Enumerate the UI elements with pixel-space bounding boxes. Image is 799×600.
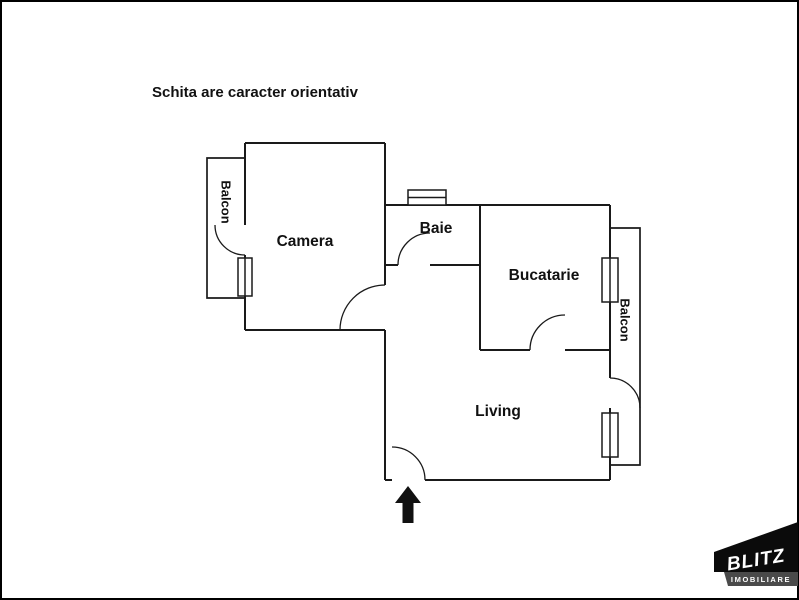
room-labels: Camera Baie Bucatarie Living Balcon Balc… — [219, 180, 633, 420]
balcony-left-door-arc — [214, 224, 246, 256]
balcony-right-door-arc — [609, 377, 641, 409]
kitchen-door-arc — [529, 314, 566, 351]
room-label-balcon-right: Balcon — [618, 298, 633, 341]
bath-door-arc — [397, 232, 431, 266]
bath-kitchen-walls — [385, 204, 610, 351]
door-arcs — [214, 224, 641, 481]
walls — [206, 142, 641, 481]
room-label-living: Living — [475, 403, 521, 420]
logo-band-shape — [724, 572, 798, 586]
room-label-balcon-left: Balcon — [219, 180, 234, 223]
windows — [237, 189, 619, 458]
camera-room-outline — [244, 142, 386, 331]
room-label-camera: Camera — [277, 233, 334, 250]
logo-tagline-text: IMOBILIARE — [731, 575, 791, 584]
logo-flag-shape — [714, 522, 798, 572]
camera-door-arc — [339, 284, 386, 331]
entrance-door-arc — [391, 446, 426, 481]
room-label-baie: Baie — [420, 220, 453, 237]
entrance-arrow-icon — [395, 486, 421, 523]
living-room-walls — [384, 205, 611, 481]
agency-logo: BLITZ IMOBILIARE — [714, 522, 798, 586]
room-label-bucatarie: Bucatarie — [509, 267, 580, 284]
balcony-right-outline — [610, 227, 641, 466]
balcony-left-outline — [206, 157, 245, 299]
disclaimer-text: Schita are caracter orientativ — [152, 84, 359, 101]
